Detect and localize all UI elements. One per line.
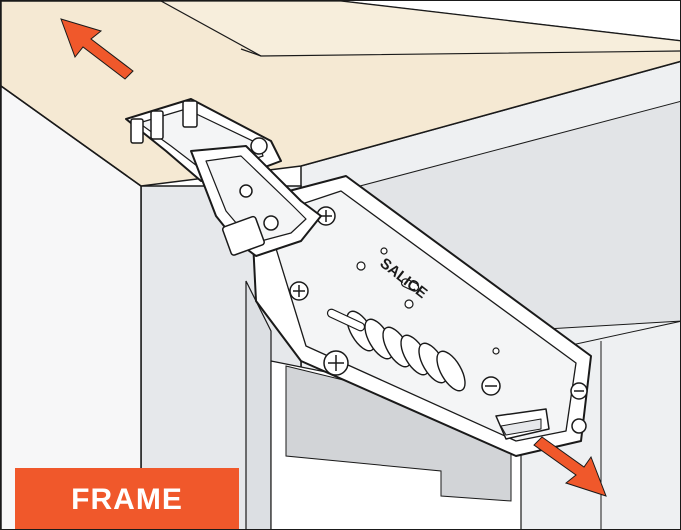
frame-label-text: FRAME — [71, 482, 183, 516]
arrow-top-left-icon — [60, 18, 134, 80]
arrow-bottom-right-icon — [533, 436, 607, 497]
frame-inner-edge — [245, 280, 272, 529]
frame-label-badge: FRAME — [15, 468, 239, 529]
wood-upper-shelf — [160, 1, 680, 57]
hinge-arm — [125, 98, 322, 257]
hinge-mechanism — [250, 175, 592, 457]
mounting-screws — [289, 206, 588, 434]
